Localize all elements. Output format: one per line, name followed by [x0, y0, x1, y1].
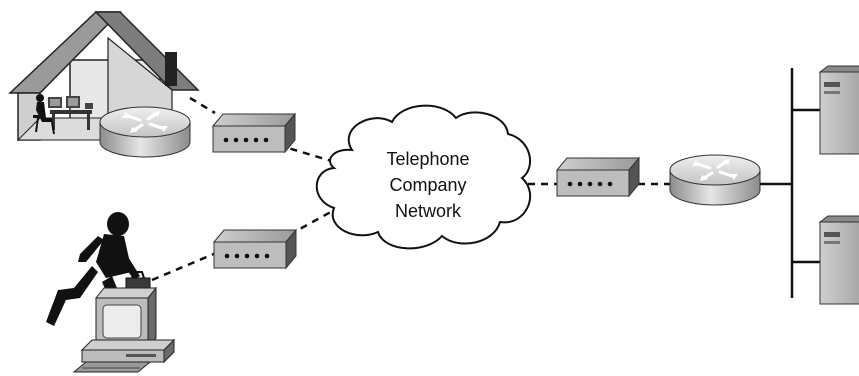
- server-icon: [818, 65, 859, 155]
- lan-bus-icon: [760, 68, 820, 298]
- link-router-modem1: [189, 96, 216, 115]
- router-icon: [669, 154, 761, 206]
- cloud-icon: Telephone Company Network: [315, 104, 532, 250]
- modem-icon: [211, 112, 297, 154]
- server-icon: [818, 215, 859, 305]
- links: [151, 96, 670, 282]
- cloud-label-line-1: Telephone: [386, 149, 469, 169]
- link-modem2-cloud: [277, 206, 339, 243]
- pc-icon: [72, 286, 176, 373]
- modem-icon: [555, 156, 641, 198]
- router-icon: [99, 106, 191, 158]
- cloud-label-line-2: Company: [389, 175, 466, 195]
- link-modem1-cloud: [277, 143, 336, 164]
- modem-icon: [212, 228, 298, 270]
- link-pc-modem2: [151, 251, 217, 282]
- cloud-label-line-3: Network: [395, 201, 462, 221]
